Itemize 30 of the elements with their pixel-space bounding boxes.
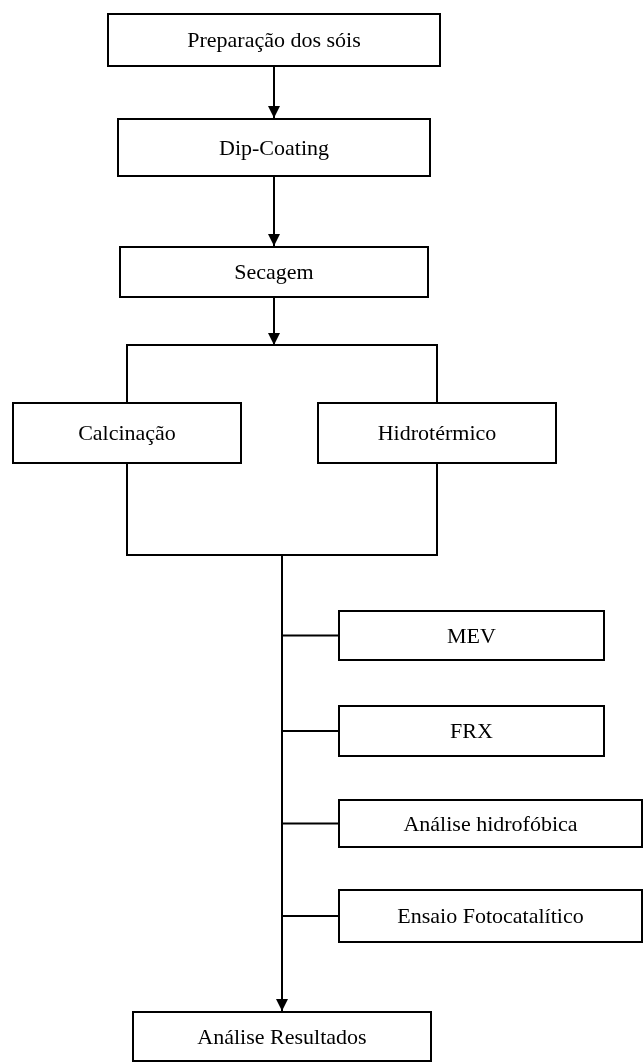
process-box	[132, 1011, 432, 1062]
step-label: Análise hidrofóbica	[403, 810, 578, 837]
step-label: Ensaio Fotocatalítico	[397, 903, 584, 929]
process-box	[317, 402, 557, 464]
connector-line	[281, 463, 438, 556]
arrow	[268, 176, 280, 247]
process-box	[338, 705, 605, 757]
process-box	[119, 246, 429, 298]
process-box	[338, 799, 643, 848]
process-box	[117, 118, 431, 177]
arrow	[276, 554, 288, 1012]
step-label: Análise Resultados	[197, 1023, 367, 1050]
step-label: MEV	[447, 622, 496, 649]
process-box	[12, 402, 242, 464]
process-box	[338, 889, 643, 943]
arrow	[268, 297, 280, 346]
branch-line	[281, 730, 339, 732]
step-label: Preparação dos sóis	[187, 27, 361, 53]
branch-line	[281, 634, 339, 637]
step-label: Dip-Coating	[219, 134, 329, 161]
step-label: Calcinação	[78, 420, 176, 446]
arrow	[268, 66, 280, 119]
step-label: Hidrotérmico	[377, 420, 497, 446]
process-box	[107, 13, 441, 67]
step-label: Secagem	[234, 259, 314, 285]
branch-line	[281, 915, 339, 917]
connector-line	[126, 463, 283, 556]
process-box	[338, 610, 605, 661]
step-label: FRX	[450, 718, 493, 744]
branch-line	[281, 822, 339, 825]
